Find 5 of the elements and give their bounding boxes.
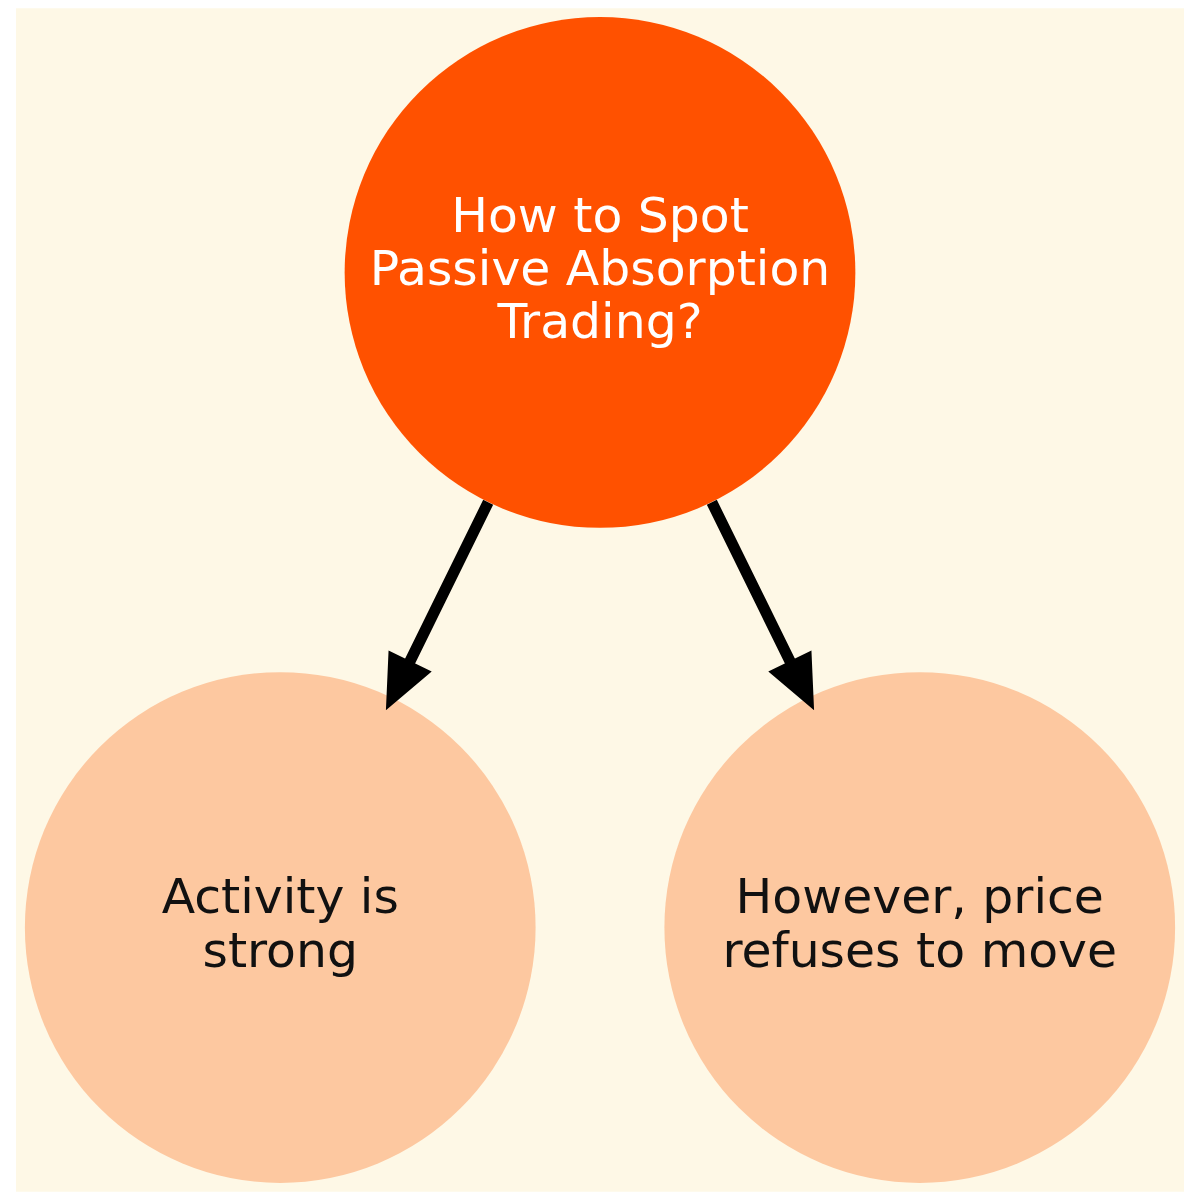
node-circle: However, price refuses to move [664, 672, 1176, 1183]
node-circle: Activity is strong [24, 672, 536, 1183]
node-circle: How to Spot Passive Absorption Trading? [344, 17, 856, 528]
arrow [385, 499, 494, 711]
arrow [706, 499, 815, 711]
